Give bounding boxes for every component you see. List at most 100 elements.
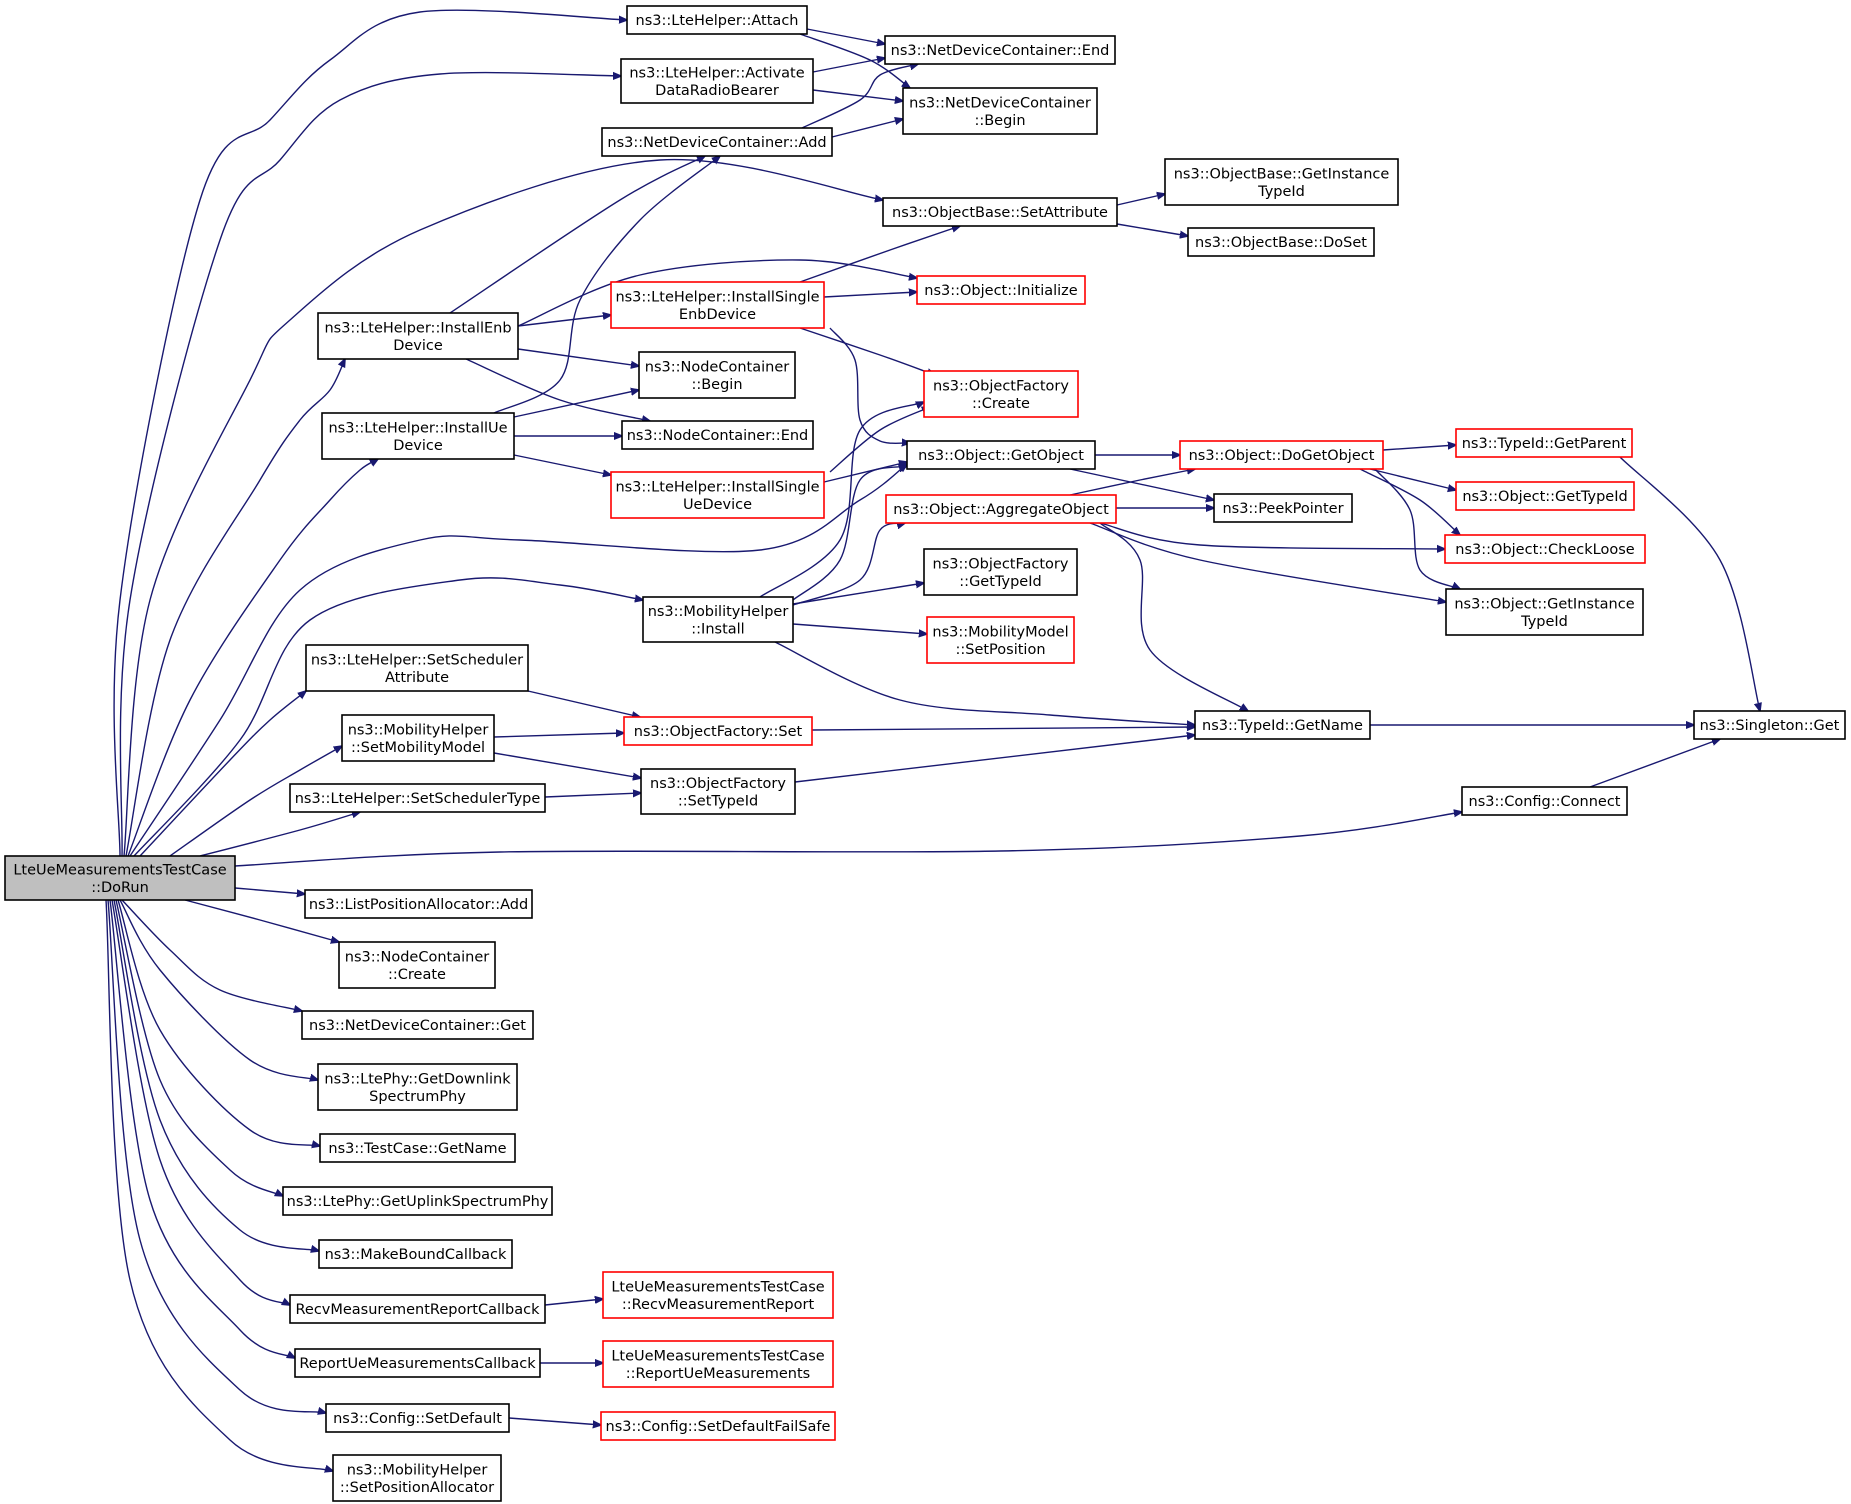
node-ofSetTypeId[interactable]: ns3::ObjectFactory::SetTypeId	[640, 768, 796, 815]
node-box	[884, 35, 1116, 65]
node-label: ns3::Object::GetObject	[918, 448, 1084, 464]
edge-installSingleUe-to-objGetObject	[823, 462, 907, 483]
node-tidGetName[interactable]: ns3::TypeId::GetName	[1194, 710, 1371, 740]
node-ofSet[interactable]: ns3::ObjectFactory::Set	[623, 716, 813, 746]
edge-doRun-to-setSchedAttr	[139, 691, 306, 857]
node-recvMrCb[interactable]: RecvMeasurementReportCallback	[289, 1294, 546, 1324]
node-mhInstall[interactable]: ns3::MobilityHelper::Install	[642, 596, 794, 643]
edge-obSetAttribute-to-obGetInstanceTypeId	[1116, 194, 1165, 206]
edge-doRun-to-attach	[113, 9, 627, 857]
node-makeBoundCb[interactable]: ns3::MakeBoundCallback	[318, 1239, 513, 1269]
node-box	[289, 1294, 546, 1324]
node-objGetTypeId[interactable]: ns3::Object::GetTypeId	[1455, 481, 1635, 511]
node-tidGetParent[interactable]: ns3::TypeId::GetParent	[1455, 428, 1633, 458]
node-objCheckLoose[interactable]: ns3::Object::CheckLoose	[1444, 534, 1646, 564]
node-box	[1444, 534, 1646, 564]
node-objGetObject[interactable]: ns3::Object::GetObject	[906, 440, 1096, 470]
edge-setSchedType-to-ofSetTypeId	[544, 793, 641, 798]
node-reportUeCb[interactable]: ReportUeMeasurementsCallback	[294, 1348, 541, 1378]
node-cfgSetDefaultFs[interactable]: ns3::Config::SetDefaultFailSafe	[600, 1411, 836, 1441]
node-label: ns3::Object::CheckLoose	[1455, 542, 1634, 558]
node-objAggregate[interactable]: ns3::Object::AggregateObject	[885, 494, 1117, 524]
edge-ndcAdd-to-ndcBegin	[831, 119, 903, 138]
node-obSetAttribute[interactable]: ns3::ObjectBase::SetAttribute	[882, 197, 1118, 227]
node-label: ns3::NodeContainer::End	[627, 428, 809, 444]
node-tcGetName[interactable]: ns3::TestCase::GetName	[319, 1133, 516, 1163]
edge-doRun-to-mhInstall	[133, 577, 643, 857]
node-label: ::Begin	[974, 113, 1025, 129]
node-label: ns3::MobilityHelper	[648, 604, 789, 620]
node-label: SpectrumPhy	[369, 1089, 466, 1105]
edge-installSingleEnb-to-objInitialize	[823, 292, 917, 298]
node-label: DataRadioBearer	[655, 83, 779, 99]
edge-objDoGetObject-to-objGetTypeId	[1369, 468, 1456, 490]
node-label: ::SetPosition	[955, 642, 1045, 658]
node-box	[923, 548, 1078, 596]
edge-installUe-to-ncBegin	[513, 390, 639, 418]
node-mhSetPosAlloc[interactable]: ns3::MobilityHelper::SetPositionAllocato…	[332, 1454, 502, 1502]
node-label: ::DoRun	[91, 880, 149, 896]
node-ncBegin[interactable]: ns3::NodeContainer::Begin	[638, 351, 796, 399]
node-box	[642, 596, 794, 643]
node-ndcGet[interactable]: ns3::NetDeviceContainer::Get	[301, 1010, 534, 1040]
node-box	[1445, 588, 1644, 636]
node-cfgSetDefault[interactable]: ns3::Config::SetDefault	[325, 1403, 510, 1433]
node-label: ns3::ObjectBase::SetAttribute	[892, 205, 1108, 221]
node-obDoSet[interactable]: ns3::ObjectBase::DoSet	[1187, 227, 1375, 257]
edge-doRun-to-ncCreate	[184, 899, 339, 942]
node-box	[1179, 440, 1384, 470]
node-label: ns3::NetDeviceContainer::Get	[309, 1018, 526, 1034]
node-setSchedType[interactable]: ns3::LteHelper::SetSchedulerType	[289, 783, 546, 813]
node-label: ns3::PeekPointer	[1222, 501, 1343, 517]
node-peekPointer[interactable]: ns3::PeekPointer	[1213, 493, 1353, 523]
node-ndcBegin[interactable]: ns3::NetDeviceContainer::Begin	[902, 87, 1098, 135]
node-box	[317, 312, 519, 360]
node-ndcAdd[interactable]: ns3::NetDeviceContainer::Add	[601, 127, 833, 157]
edge-mhSetMobilityModel-to-ofSet	[493, 733, 624, 738]
node-label: Attribute	[385, 670, 449, 686]
edge-doRun-to-obSetAttribute	[123, 158, 883, 857]
node-ncCreate[interactable]: ns3::NodeContainer::Create	[338, 941, 496, 989]
edge-doRun-to-mhSetMobilityModel	[169, 746, 342, 857]
node-label: ::Install	[691, 621, 744, 637]
node-phyGetUl[interactable]: ns3::LtePhy::GetUplinkSpectrumPhy	[282, 1186, 553, 1216]
node-cfgConnect[interactable]: ns3::Config::Connect	[1461, 786, 1628, 816]
node-objDoGetObject[interactable]: ns3::Object::DoGetObject	[1179, 440, 1384, 470]
node-label: LteUeMeasurementsTestCase	[611, 1348, 824, 1364]
node-box	[926, 616, 1075, 664]
node-label: LteUeMeasurementsTestCase	[13, 862, 226, 878]
node-objInitialize[interactable]: ns3::Object::Initialize	[916, 275, 1086, 305]
node-label: ns3::MobilityHelper	[347, 1462, 488, 1478]
node-label: ns3::Singleton::Get	[1700, 718, 1840, 734]
node-ncEnd[interactable]: ns3::NodeContainer::End	[621, 420, 814, 450]
node-label: ns3::NetDeviceContainer::Add	[607, 135, 826, 151]
node-mmSetPosition[interactable]: ns3::MobilityModel::SetPosition	[926, 616, 1075, 664]
node-attach[interactable]: ns3::LteHelper::Attach	[626, 5, 808, 35]
node-box	[601, 127, 833, 157]
node-singletonGet[interactable]: ns3::Singleton::Get	[1693, 710, 1846, 740]
edge-ofSet-to-tidGetName	[811, 727, 1195, 730]
node-box	[318, 1239, 513, 1269]
node-label: Device	[393, 438, 443, 454]
node-mhSetMobilityModel[interactable]: ns3::MobilityHelper::SetMobilityModel	[341, 714, 495, 762]
edge-objDoGetObject-to-objCheckLoose	[1359, 468, 1460, 535]
node-label: ns3::ObjectFactory::Set	[634, 724, 803, 740]
node-ndcEnd[interactable]: ns3::NetDeviceContainer::End	[884, 35, 1116, 65]
node-ofCreate[interactable]: ns3::ObjectFactory::Create	[923, 370, 1079, 418]
edge-doRun-to-mhSetPosAlloc	[105, 899, 333, 1471]
node-doRun[interactable]: LteUeMeasurementsTestCase::DoRun	[4, 855, 236, 901]
node-label: ns3::LteHelper::InstallSingle	[615, 289, 819, 305]
node-recvMr[interactable]: LteUeMeasurementsTestCase::RecvMeasureme…	[602, 1271, 834, 1319]
node-lpaAdd[interactable]: ns3::ListPositionAllocator::Add	[304, 889, 533, 919]
node-ofGetTypeId[interactable]: ns3::ObjectFactory::GetTypeId	[923, 548, 1078, 596]
node-reportUe[interactable]: LteUeMeasurementsTestCase::ReportUeMeasu…	[602, 1340, 834, 1388]
